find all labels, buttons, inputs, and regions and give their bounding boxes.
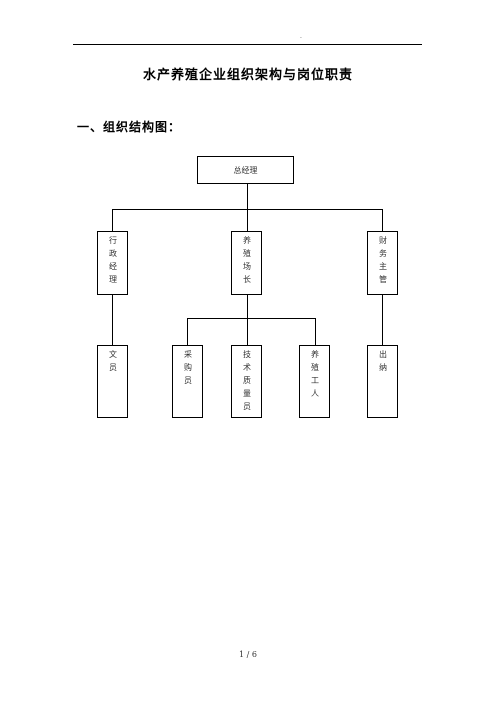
org-node-admin-manager: 行政经理 (97, 231, 128, 295)
header-mark: . (300, 33, 302, 40)
node-label: 养殖工人 (310, 350, 320, 402)
header-rule (73, 44, 422, 45)
node-label: 文员 (108, 350, 118, 376)
section-heading: 一、组织结构图： (77, 120, 182, 134)
node-label: 技术质量员 (242, 350, 252, 415)
node-label: 出纳 (378, 350, 388, 376)
node-label: 总经理 (233, 165, 258, 175)
org-node-farm-workers: 养殖工人 (299, 345, 330, 418)
connector-to-quality (247, 318, 248, 345)
connector-farm-down (247, 295, 248, 318)
connector-level2-bar (187, 318, 315, 319)
org-node-finance-supervisor: 财务主管 (367, 231, 398, 295)
org-node-cashier: 出纳 (367, 345, 398, 418)
org-node-clerk: 文员 (97, 345, 128, 418)
node-label: 采购员 (183, 350, 193, 389)
connector-admin-to-clerk (112, 295, 113, 345)
connector-to-admin (112, 209, 113, 231)
node-label: 财务主管 (378, 236, 388, 288)
connector-root-down (247, 184, 248, 209)
node-label: 行政经理 (108, 236, 118, 288)
document-title: 水产养殖企业组织架构与岗位职责 (142, 68, 353, 83)
connector-to-workers (315, 318, 316, 345)
page-number: 1 / 6 (239, 650, 257, 659)
connector-to-finance (382, 209, 383, 231)
connector-to-farm (247, 209, 248, 231)
org-node-purchaser: 采购员 (172, 345, 203, 418)
connector-to-purchaser (187, 318, 188, 345)
org-node-general-manager: 总经理 (197, 156, 294, 184)
node-label: 养殖场长 (242, 236, 252, 288)
org-node-farm-director: 养殖场长 (231, 231, 262, 295)
org-node-quality-technician: 技术质量员 (231, 345, 262, 418)
connector-finance-to-cashier (382, 295, 383, 345)
